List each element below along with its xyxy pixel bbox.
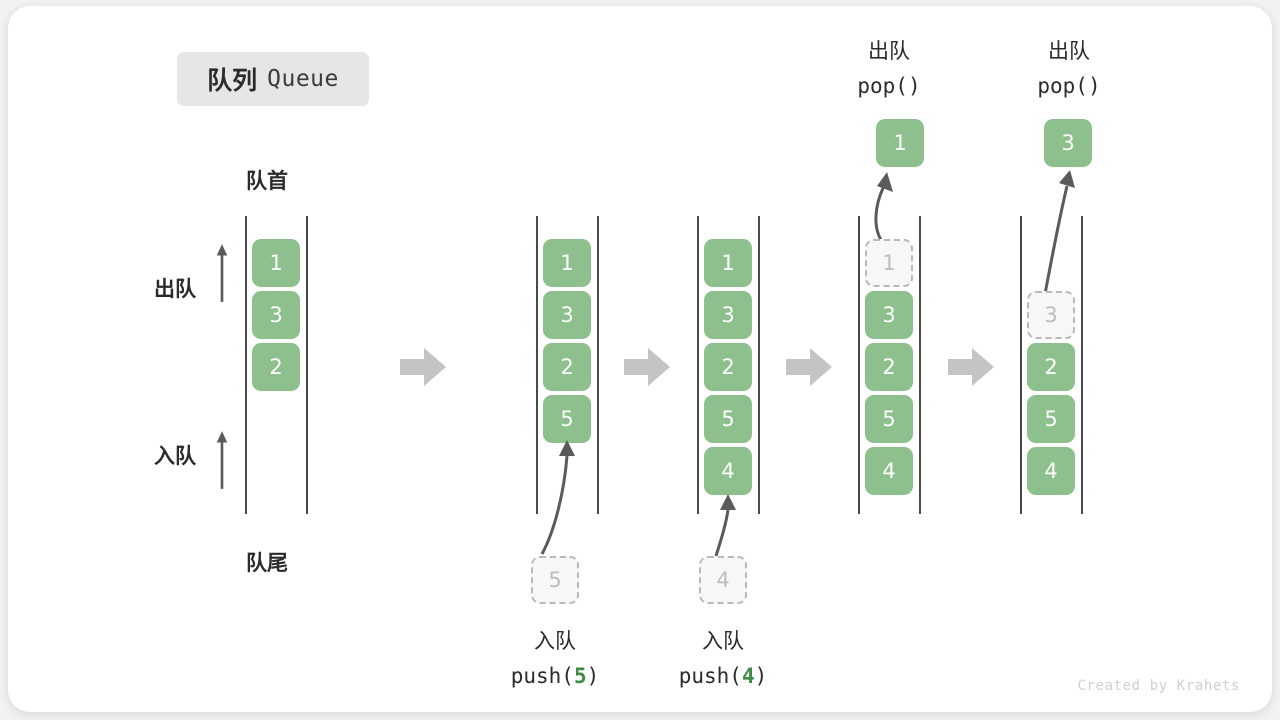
queue-rail-left bbox=[245, 216, 247, 514]
operation-label-pop-1: 出队 pop() bbox=[809, 34, 969, 104]
operation-code: push(5) bbox=[510, 664, 600, 688]
queue-cell: 3 bbox=[543, 291, 591, 339]
operation-code: push(4) bbox=[678, 664, 768, 688]
diagram-card: 队列 Queue 队首 队尾 出队 入队 1 3 2 bbox=[8, 6, 1272, 712]
incoming-ghost-cell: 4 bbox=[699, 556, 747, 604]
queue-front-label: 队首 bbox=[246, 169, 288, 193]
dequeue-direction-label: 出队 bbox=[154, 277, 196, 301]
enqueue-direction-arrow-icon bbox=[216, 431, 228, 489]
operation-name-cn: 出队 bbox=[1048, 39, 1090, 63]
transition-arrow-icon bbox=[786, 348, 832, 386]
queue-cell: 3 bbox=[252, 291, 300, 339]
enqueue-direction-label: 入队 bbox=[154, 444, 196, 468]
queue-rail-right bbox=[1081, 216, 1083, 514]
dequeue-direction-arrow-icon bbox=[216, 244, 228, 302]
operation-code: pop() bbox=[857, 74, 921, 98]
transition-arrow-icon bbox=[624, 348, 670, 386]
popped-cell: 3 bbox=[1044, 119, 1092, 167]
queue-cell: 2 bbox=[704, 343, 752, 391]
queue-cell: 5 bbox=[704, 395, 752, 443]
operation-name-cn: 入队 bbox=[534, 629, 576, 653]
pop-motion-arrow-icon bbox=[874, 172, 893, 241]
queue-cell: 4 bbox=[865, 447, 913, 495]
queue-cell-ghost: 3 bbox=[1027, 291, 1075, 339]
operation-label-push-5: 入队 push(5) bbox=[475, 624, 635, 694]
queue-rear-label: 队尾 bbox=[246, 551, 288, 575]
queue-cell: 3 bbox=[704, 291, 752, 339]
queue-cell: 5 bbox=[1027, 395, 1075, 443]
operation-code: pop() bbox=[1037, 74, 1101, 98]
queue-cell: 2 bbox=[252, 343, 300, 391]
popped-cell: 1 bbox=[876, 119, 924, 167]
title-english: Queue bbox=[267, 66, 339, 92]
queue-rail-right bbox=[919, 216, 921, 514]
queue-rail-right bbox=[597, 216, 599, 514]
queue-rail-right bbox=[758, 216, 760, 514]
push-motion-arrow-icon bbox=[540, 440, 575, 555]
queue-cell: 1 bbox=[704, 239, 752, 287]
queue-rail-left bbox=[697, 216, 699, 514]
queue-cell: 5 bbox=[865, 395, 913, 443]
title-chinese: 队列 bbox=[207, 66, 258, 95]
operation-label-pop-3: 出队 pop() bbox=[989, 34, 1149, 104]
queue-cell: 1 bbox=[252, 239, 300, 287]
queue-rail-left bbox=[858, 216, 860, 514]
transition-arrow-icon bbox=[400, 348, 446, 386]
operation-name-cn: 出队 bbox=[868, 39, 910, 63]
queue-cell-ghost: 1 bbox=[865, 239, 913, 287]
transition-arrow-icon bbox=[948, 348, 994, 386]
queue-cell: 3 bbox=[865, 291, 913, 339]
queue-cell: 2 bbox=[1027, 343, 1075, 391]
queue-rail-left bbox=[536, 216, 538, 514]
incoming-ghost-cell: 5 bbox=[531, 556, 579, 604]
watermark-credit: Created by Krahets bbox=[1077, 678, 1240, 694]
operation-label-push-4: 入队 push(4) bbox=[643, 624, 803, 694]
queue-cell: 4 bbox=[704, 447, 752, 495]
queue-cell: 2 bbox=[865, 343, 913, 391]
queue-rail-right bbox=[306, 216, 308, 514]
queue-cell: 1 bbox=[543, 239, 591, 287]
operation-name-cn: 入队 bbox=[702, 629, 744, 653]
queue-cell: 5 bbox=[543, 395, 591, 443]
queue-rail-left bbox=[1020, 216, 1022, 514]
push-motion-arrow-icon bbox=[714, 494, 736, 557]
diagram-title-badge: 队列 Queue bbox=[177, 52, 369, 106]
queue-cell: 2 bbox=[543, 343, 591, 391]
queue-cell: 4 bbox=[1027, 447, 1075, 495]
